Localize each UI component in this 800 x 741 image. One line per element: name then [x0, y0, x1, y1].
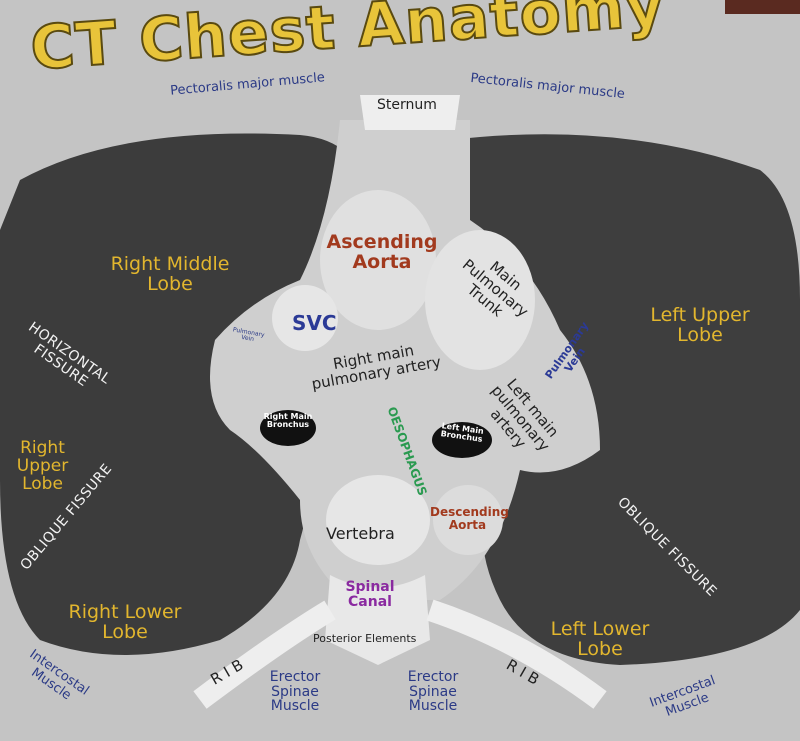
vertebra-shape: [326, 475, 430, 565]
ascending-aorta-label: Ascending Aorta: [326, 231, 438, 273]
posterior-elements-shape: [325, 575, 430, 665]
vertebra-label: Vertebra: [326, 524, 395, 543]
pulmonary-trunk-shape: [425, 230, 535, 370]
left-upper-lobe-label: Left Upper Lobe: [650, 304, 750, 346]
descending-aorta-label: Descending Aorta: [430, 505, 509, 532]
svc-shape: [272, 285, 338, 351]
rib-right-shape: [426, 599, 607, 709]
corner-bar: [725, 0, 800, 14]
right-bronchus-shape: [260, 410, 316, 446]
right-upper-lobe-label: Right Upper Lobe: [16, 438, 69, 494]
spinal-canal-label: Spinal Canal: [345, 579, 395, 610]
right-lung: [0, 133, 370, 655]
svc-label: SVC: [292, 311, 337, 335]
rib-left-shape: [193, 600, 336, 709]
sternum-label: Sternum: [377, 97, 437, 113]
left-lower-lobe-label: Left Lower Lobe: [550, 618, 650, 660]
right-main-bronchus-label: Right Main Bronchus: [263, 412, 313, 430]
erector-spinae-right-label: Erector Spinae Muscle: [407, 669, 459, 715]
left-lung: [447, 134, 800, 666]
sternum-shape: [360, 95, 460, 130]
posterior-elements-label: Posterior Elements: [313, 632, 417, 645]
ascending-aorta-shape: [320, 190, 436, 330]
right-middle-lobe-label: Right Middle Lobe: [110, 253, 230, 295]
erector-spinae-left-label: Erector Spinae Muscle: [269, 669, 321, 715]
mediastinum: [210, 120, 600, 600]
left-bronchus-shape: [432, 422, 492, 458]
right-lower-lobe-label: Right Lower Lobe: [68, 601, 182, 643]
descending-aorta-shape: [433, 485, 503, 555]
